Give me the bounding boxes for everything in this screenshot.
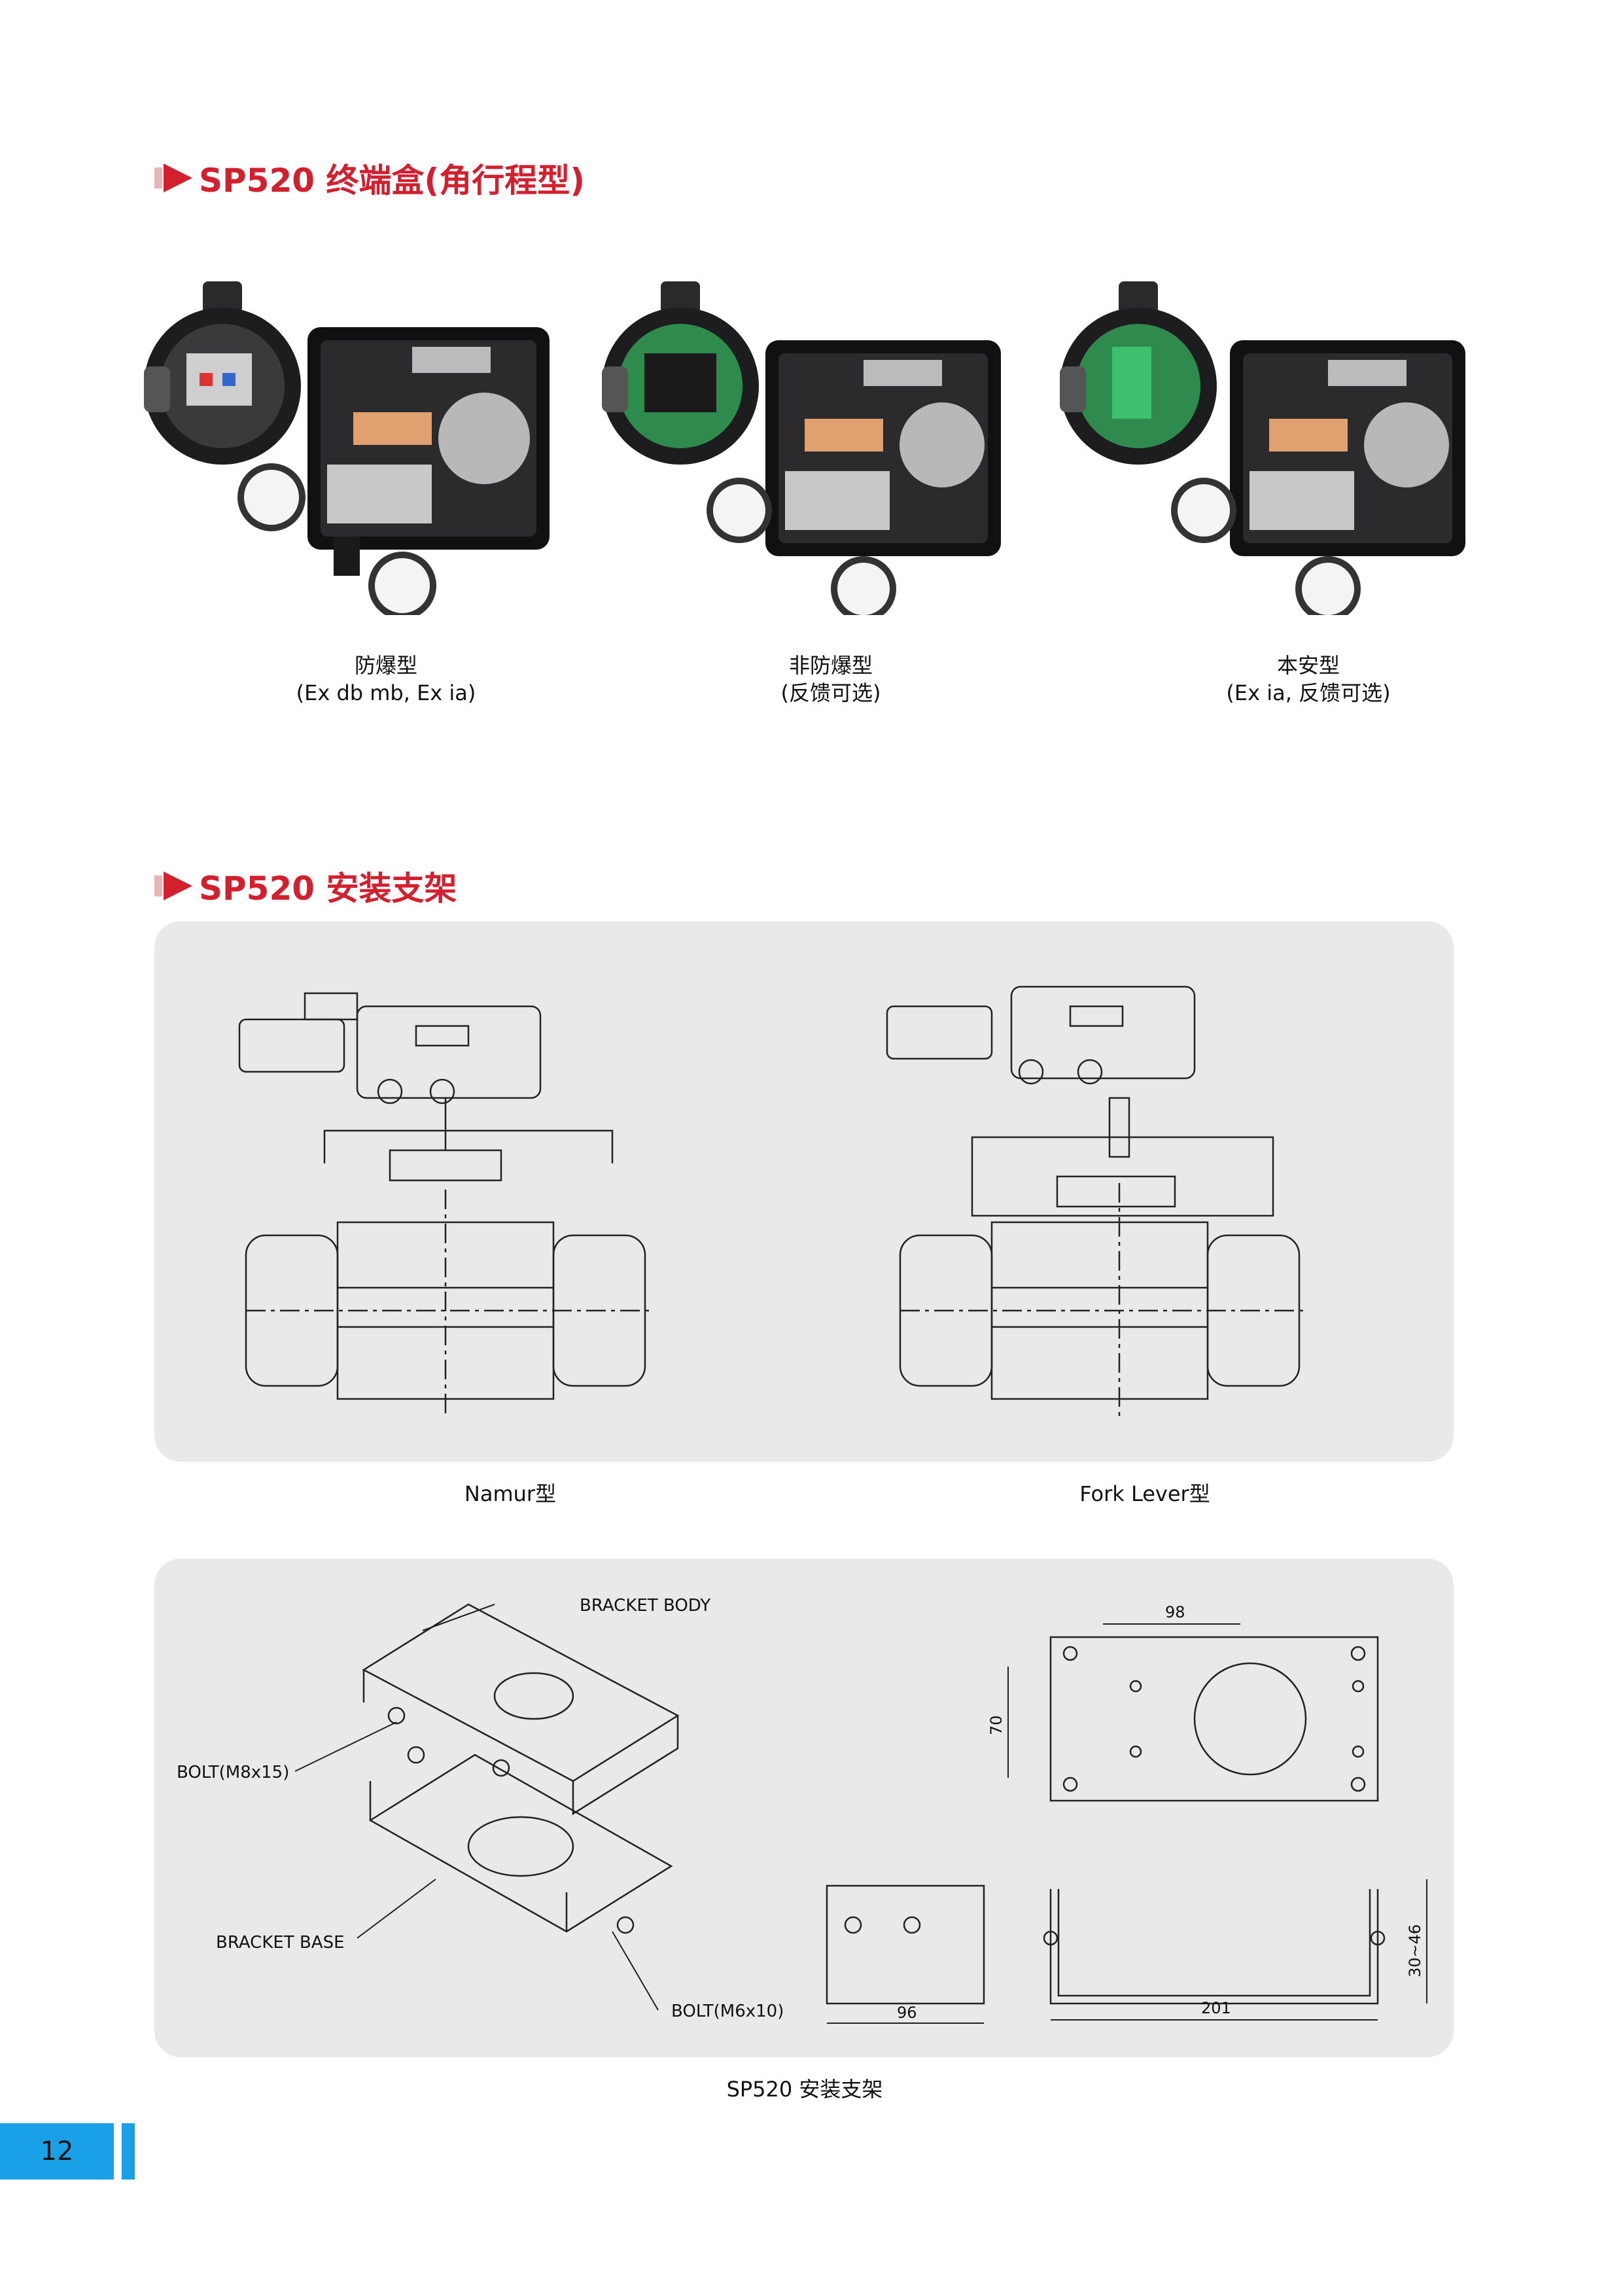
bracket-detail-drawing: BRACKET BODY BOLT(M8x15) BRACKET BASE BO… [177,1596,1427,2024]
fork-lever-mount-drawing [886,985,1306,1419]
bracket-detail-panel: BRACKET BODY BOLT(M8x15) BRACKET BASE BO… [154,1559,1454,2057]
dim-30-46: 30~46 [1406,1924,1424,1977]
section-title-text: SP520 终端盒(角行程型) [199,162,586,200]
product-photo-non-explosion-proof [602,281,1001,615]
bracket-body-label: BRACKET BODY [580,1596,710,1616]
bracket-base-label: BRACKET BASE [216,1933,345,1952]
mount-caption-fork-lever: Fork Lever型 [1079,1481,1210,1506]
product-spec: (反馈可选) [780,680,881,705]
namur-mount-drawing [238,992,652,1419]
product-spec: (Ex db mb, Ex ia) [296,680,476,705]
title-arrow-icon [154,872,192,900]
product-name: 防爆型 [354,653,417,678]
bracket-caption: SP520 安装支架 [726,2077,883,2102]
bracket-isometric-drawing [294,1603,680,2011]
section-title-mounting-bracket: SP520 安装支架 [154,862,457,910]
product-spec: (Ex ia, 反馈可选) [1226,680,1391,705]
page-number-text: 12 [40,2136,74,2166]
bracket-front-view [1043,1879,1427,2021]
mounting-type-panel [154,921,1454,1462]
product-name: 本安型 [1276,653,1340,678]
bracket-top-view [1007,1623,1379,1802]
dim-98: 98 [1165,1603,1185,1621]
page-number-accent-bar [122,2123,135,2180]
mounting-type-drawing [238,985,1306,1419]
dim-70: 70 [987,1715,1005,1735]
section-title-terminal-box: SP520 终端盒(角行程型) [154,154,585,202]
page-number: 12 [0,2123,114,2180]
product-photo-explosion-proof [144,281,550,615]
product-caption-explosion-proof: 防爆型 (Ex db mb, Ex ia) [262,652,510,707]
bracket-side-view [826,1884,985,2024]
product-name: 非防爆型 [788,653,873,678]
dim-96: 96 [897,2004,917,2022]
mount-caption-namur: Namur型 [464,1481,557,1506]
product-photo-intrinsically-safe [1060,281,1465,615]
bolt-m8-label: BOLT(M8x15) [177,1763,289,1782]
bolt-m6-label: BOLT(M6x10) [671,2002,784,2021]
product-caption-intrinsically-safe: 本安型 (Ex ia, 反馈可选) [1171,652,1446,707]
section-title-text: SP520 安装支架 [199,870,457,908]
product-caption-non-explosion-proof: 非防爆型 (反馈可选) [707,652,955,707]
dim-201: 201 [1201,1999,1231,2017]
title-arrow-icon [154,164,192,192]
